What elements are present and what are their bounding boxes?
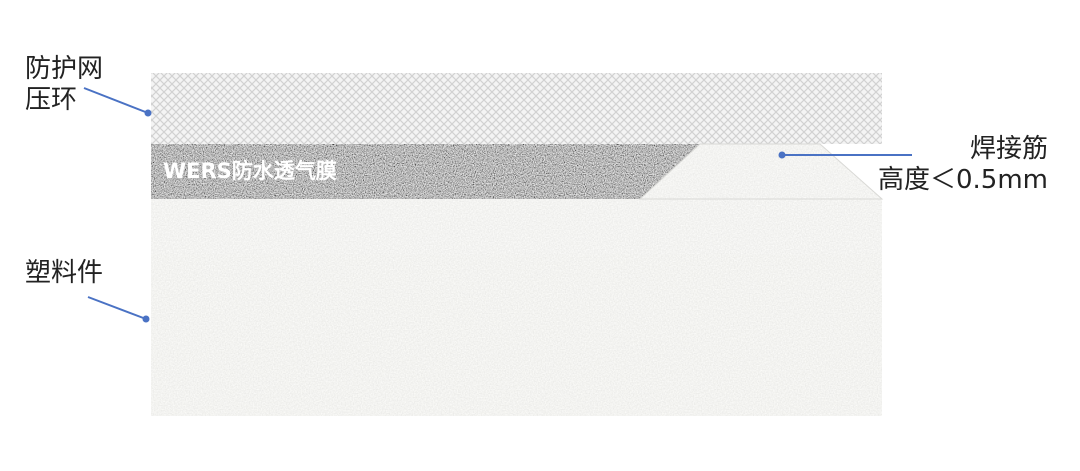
plastic-part-label: 塑料件 xyxy=(25,258,104,288)
weld-rib-label-line2: 高度＜0.5mm xyxy=(878,165,1049,195)
weld-rib-label: 焊接筋 高度＜0.5mm xyxy=(878,134,1048,196)
leader-line-mesh-ring xyxy=(83,87,152,117)
leader-line-weld-rib xyxy=(778,151,912,159)
leader-dot-icon xyxy=(144,109,152,117)
leader-dot-icon xyxy=(778,151,786,159)
mesh-ring-label-line1: 防护网 xyxy=(25,54,104,84)
mesh-ring-label: 防护网 压环 xyxy=(25,54,103,116)
mesh-ring-label-line2: 压环 xyxy=(25,85,78,115)
mesh-ring-layer xyxy=(151,73,882,144)
leader-dot-icon xyxy=(142,315,150,323)
weld-rib xyxy=(638,143,884,200)
leader-line-plastic-part xyxy=(87,296,150,323)
weld-rib-label-line1: 焊接筋 xyxy=(970,134,1049,164)
membrane-layer xyxy=(151,144,700,199)
membrane-label: WERS防水透气膜 xyxy=(163,159,337,183)
